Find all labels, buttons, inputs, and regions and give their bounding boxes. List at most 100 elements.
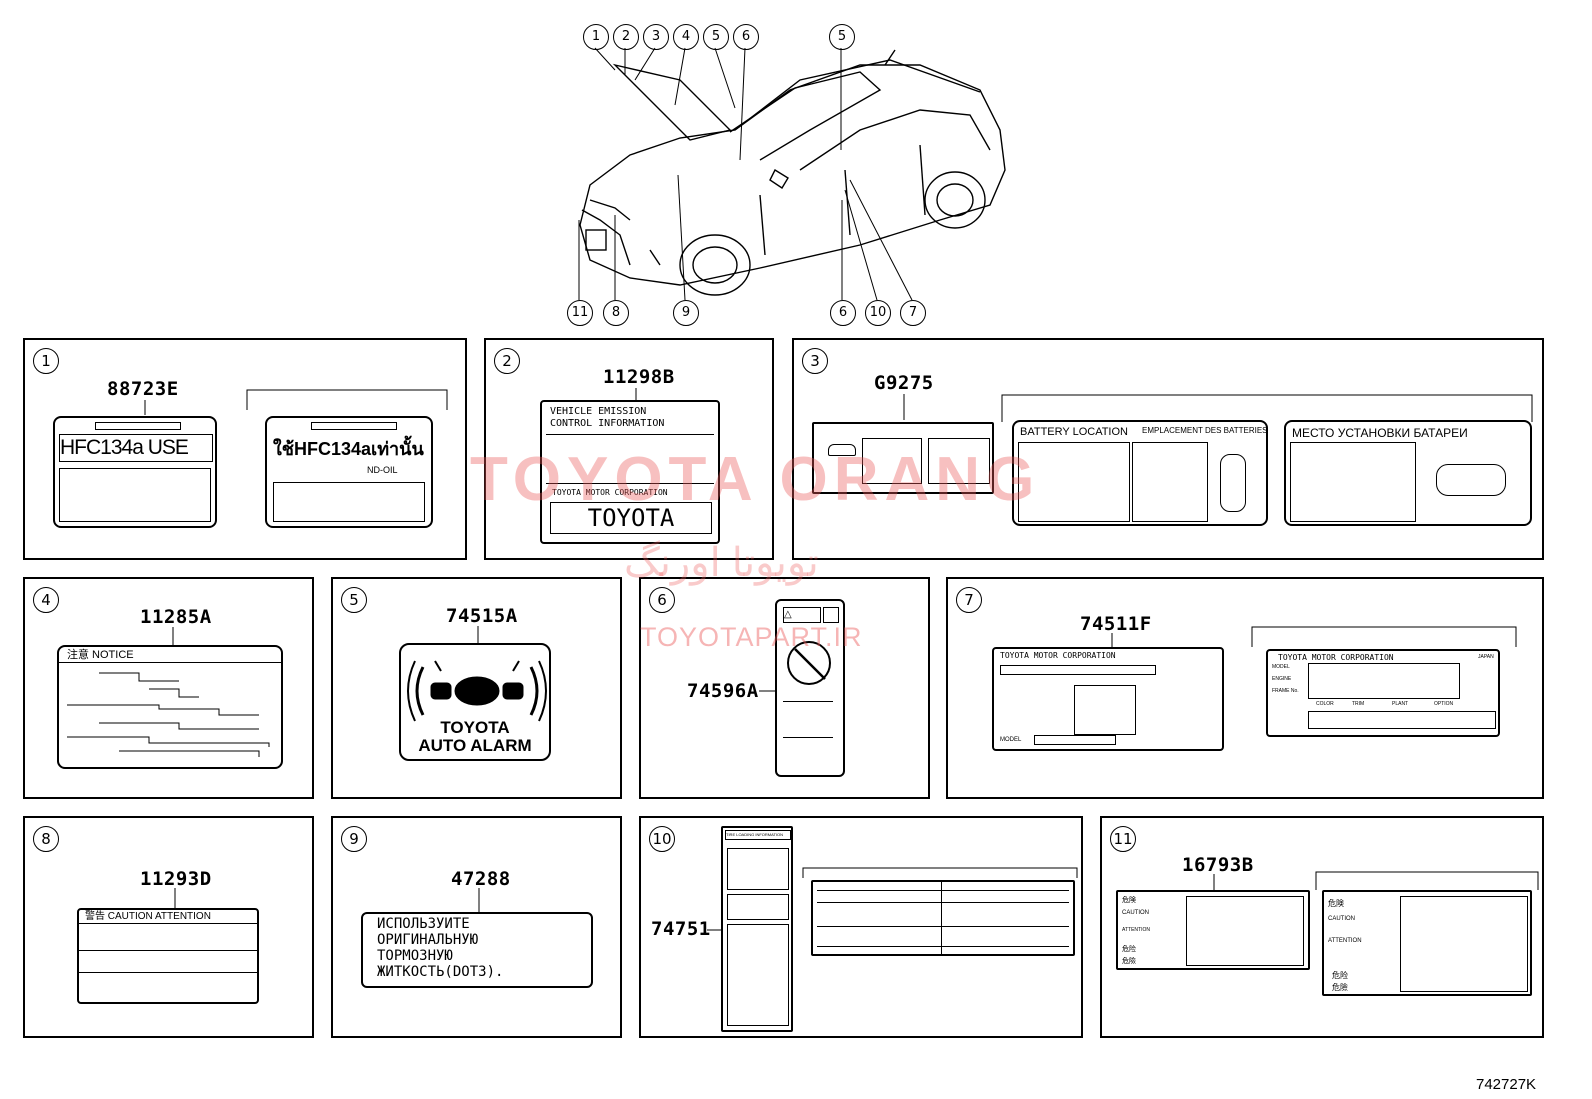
code-leader — [172, 627, 174, 645]
callout-top-2: 2 — [613, 24, 639, 50]
panel-number: 2 — [494, 348, 520, 374]
label-line2: ОРИГИНАЛЬНУЮ — [377, 932, 479, 948]
field-trim: TRIM — [1352, 701, 1365, 707]
car-outline-drawing — [579, 49, 1006, 296]
label-title: BATTERY LOCATION — [1020, 426, 1128, 438]
panel-6: 6 74596A △ — [639, 577, 930, 799]
panel-9: 9 47288 ИСПОЛЬЗУИТЕ ОРИГИНАЛЬНУЮ ТОРМОЗН… — [331, 816, 622, 1038]
no-child-seat-icon — [787, 641, 831, 685]
row-4: 危险 — [1332, 971, 1348, 980]
car-icon — [828, 444, 856, 456]
label-brand: TOYOTA — [550, 502, 712, 534]
code-leader — [635, 388, 637, 400]
label-line2: AUTO ALARM — [418, 736, 532, 755]
callout-bottom-6: 6 — [830, 300, 856, 326]
callout-top-3: 3 — [643, 24, 669, 50]
panel-number: 5 — [341, 587, 367, 613]
field-option: OPTION — [1434, 701, 1454, 707]
row-2: CAUTION — [1122, 910, 1149, 916]
table-row — [817, 946, 1069, 947]
field-box — [1308, 663, 1460, 699]
part-code: 74751 — [651, 918, 711, 940]
label-brake-fluid: ИСПОЛЬЗУИТЕ ОРИГИНАЛЬНУЮ ТОРМОЗНУЮ ЖИТКО… — [361, 912, 593, 988]
car-illustration — [560, 20, 1030, 330]
callout-top-5: 5 — [703, 24, 729, 50]
label-model: MODEL — [1000, 737, 1022, 743]
panel-1: 1 88723E HFC134a USE ONLY ใช้HFC134aเท่า… — [23, 338, 467, 560]
label-hfc134a-thai: ใช้HFC134aเท่านั้น ND-OIL — [265, 416, 433, 528]
label-line1: TOYOTA — [440, 718, 510, 737]
row-3: ATTENTION — [1122, 927, 1150, 933]
code-leader — [759, 690, 775, 692]
label-tire-table — [811, 880, 1075, 956]
panel-number: 10 — [649, 826, 675, 852]
label-vehicle-emission: VEHICLE EMISSION CONTROL INFORMATION TOY… — [540, 400, 720, 544]
callout-top-5b: 5 — [829, 24, 855, 50]
code-leader — [144, 389, 448, 415]
row-5: 危險 — [1122, 958, 1136, 965]
label-line3: ТОРМОЗНУЮ — [377, 948, 453, 964]
field-boxes — [1308, 711, 1496, 729]
label-bar — [1000, 665, 1156, 675]
label-col — [1290, 442, 1416, 522]
label-text: HFC134a USE ONLY — [59, 434, 213, 462]
label-vehicle-id-2: TOYOTA MOTOR CORPORATION JAPAN MODEL ENG… — [1266, 649, 1500, 737]
label-caution: 警告 CAUTION ATTENTION — [77, 908, 259, 1004]
label-small-text: ND-OIL — [367, 465, 398, 475]
part-code: 74511F — [1080, 613, 1152, 635]
part-code: 47288 — [451, 868, 511, 890]
code-leader — [477, 626, 479, 643]
part-code: 11298B — [603, 366, 675, 388]
label-top-bar — [311, 422, 397, 430]
field-frame: FRAME No. — [1272, 688, 1299, 694]
label-line1: ИСПОЛЬЗУИТЕ — [377, 916, 470, 932]
label-corp: TOYOTA MOTOR CORPORATION — [552, 488, 668, 497]
label-col — [1132, 442, 1208, 522]
panel-number: 8 — [33, 826, 59, 852]
row-3: ATTENTION — [1328, 938, 1362, 944]
callout-leader-lines — [578, 47, 913, 301]
row-4: 危险 — [1122, 946, 1136, 953]
table-divider — [941, 882, 942, 954]
label-line1: VEHICLE EMISSION — [550, 406, 647, 417]
label-top: TIRE LOADING INFORMATION — [725, 830, 791, 840]
label-small-box — [823, 607, 839, 623]
panel-number: 6 — [649, 587, 675, 613]
part-code: G9275 — [874, 372, 934, 394]
callout-top-4: 4 — [673, 24, 699, 50]
label-body — [273, 482, 425, 522]
field-color: COLOR — [1316, 701, 1334, 707]
code-leader — [478, 888, 480, 912]
label-corp: TOYOTA MOTOR CORPORATION — [1000, 651, 1116, 660]
code-leader — [707, 867, 1078, 931]
row-1: 危険 — [1122, 897, 1136, 904]
label-model-box — [1034, 735, 1116, 745]
panel-10: 10 74751 TIRE LOADING INFORMATION — [639, 816, 1083, 1038]
callout-bottom-8: 8 — [603, 300, 629, 326]
label-hfc134a: HFC134a USE ONLY — [53, 416, 217, 528]
panel-8: 8 11293D 警告 CAUTION ATTENTION — [23, 816, 314, 1038]
label-auto-alarm: TOYOTA AUTO ALARM — [399, 643, 551, 761]
label-row — [79, 972, 257, 973]
label-line2: CONTROL INFORMATION — [550, 418, 665, 429]
label-tire-loading: TIRE LOADING INFORMATION — [721, 826, 793, 1032]
panel-number: 1 — [33, 348, 59, 374]
label-battery-location: BATTERY LOCATION EMPLACEMENT DES BATTERI… — [1012, 420, 1268, 526]
field-engine: ENGINE — [1272, 676, 1292, 682]
table-row — [817, 890, 1069, 891]
label-body — [59, 468, 211, 522]
part-code: 11285A — [140, 606, 212, 628]
label-title-fr: EMPLACEMENT DES BATTERIES — [1142, 426, 1268, 435]
warning-icon: △ — [783, 607, 821, 623]
field-plant: PLANT — [1392, 701, 1409, 707]
label-battery-location-ru: МЕСТО УСТАНОВКИ БАТАРЕИ — [1284, 420, 1532, 526]
callout-top-1: 1 — [583, 24, 609, 50]
field-model: MODEL — [1272, 664, 1290, 670]
label-vehicle-id: TOYOTA MOTOR CORPORATION MODEL — [992, 647, 1224, 751]
label-text-area — [783, 701, 833, 730]
label-line4: ЖИТКОСТЬ(DOT3). — [377, 964, 504, 980]
part-code: 88723E — [107, 378, 179, 400]
no-sign-slash — [794, 648, 826, 680]
code-leader — [1213, 871, 1539, 890]
label-fields — [1074, 685, 1136, 735]
